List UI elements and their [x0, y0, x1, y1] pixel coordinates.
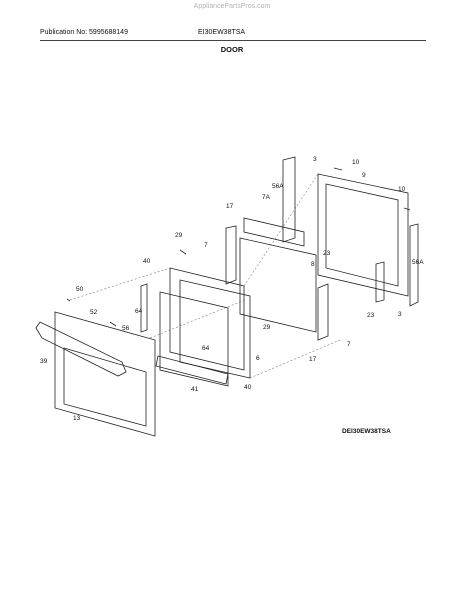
- part-rear-frame-inner: [325, 183, 399, 287]
- callout-13: 13: [73, 415, 81, 422]
- leader-line: [149, 299, 246, 339]
- part-insulation-7a: [243, 217, 305, 247]
- callout-9: 9: [362, 172, 366, 179]
- leader-line: [249, 339, 341, 379]
- callout-7a: 7A: [262, 194, 271, 201]
- alignment-lines: [69, 173, 341, 379]
- part-glass-64: [159, 291, 229, 387]
- callout-40: 40: [143, 258, 151, 265]
- part-bracket-64: [140, 283, 148, 333]
- callout-39: 39: [40, 358, 48, 365]
- callout-8: 8: [311, 261, 315, 268]
- callout-29: 29: [175, 232, 183, 239]
- part-screw-10: [333, 167, 343, 171]
- callout-7: 7: [204, 242, 208, 249]
- part-inner-glass: [239, 237, 317, 333]
- diagram-code: DEI30EW38TSA: [342, 428, 391, 435]
- section-title: DOOR: [220, 45, 244, 54]
- leader-line: [243, 173, 319, 287]
- part-hinge-bracket: [282, 156, 296, 243]
- part-screw-29: [179, 249, 187, 255]
- part-screw-56: [109, 321, 117, 327]
- model-number: EI30EW38TSA: [198, 29, 246, 36]
- diagram-parts: [35, 156, 419, 437]
- callout-3-right: 3: [398, 311, 402, 318]
- part-outer-door-window: [63, 347, 147, 427]
- part-screw-10b: [403, 207, 411, 211]
- leader-line: [69, 267, 171, 301]
- part-bottom-trim: [155, 355, 229, 385]
- callout-40-lower: 40: [244, 384, 252, 391]
- callout-56a: 56A: [272, 183, 284, 190]
- callout-17-lower: 17: [309, 356, 317, 363]
- part-insulation-7-left: [225, 225, 237, 285]
- callout-56a-right: 56A: [412, 259, 424, 266]
- callout-23: 23: [323, 250, 331, 257]
- callout-6: 6: [256, 355, 260, 362]
- callout-56: 56: [122, 325, 130, 332]
- callout-64: 64: [135, 308, 143, 315]
- part-screw-50: [66, 298, 71, 302]
- callout-64-lower: 64: [202, 345, 210, 352]
- part-insulation-7-right: [317, 283, 329, 341]
- callout-50: 50: [76, 286, 84, 293]
- part-handle: [35, 321, 127, 377]
- part-outer-door: [54, 311, 156, 437]
- part-hinge-lower: [375, 261, 385, 303]
- part-middle-frame: [169, 267, 245, 371]
- watermark: AppliancePartsPros.com: [193, 3, 271, 10]
- callout-7-right: 7: [347, 341, 351, 348]
- part-hinge-bracket-right: [409, 223, 419, 307]
- callout-23-lower: 23: [367, 312, 375, 319]
- callout-17: 17: [226, 203, 234, 210]
- callout-3: 3: [313, 156, 317, 163]
- callout-10: 10: [352, 159, 360, 166]
- part-rear-frame: [317, 173, 409, 297]
- callout-52: 52: [90, 309, 98, 316]
- header-rule: [40, 40, 426, 41]
- callout-41: 41: [191, 386, 199, 393]
- callout-10-right: 10: [398, 186, 406, 193]
- publication-number: Publication No: 5995688149: [40, 29, 128, 36]
- callout-29-lower: 29: [263, 324, 271, 331]
